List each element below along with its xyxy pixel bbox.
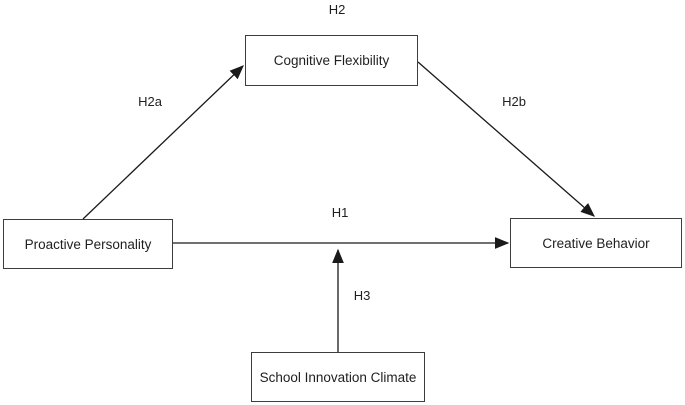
edge-label-h2b: H2b (502, 94, 526, 109)
edge-label-h1: H1 (331, 205, 349, 220)
edge-label-h3: H3 (353, 288, 371, 303)
node-school-innovation-climate: School Innovation Climate (251, 352, 425, 402)
node-label: School Innovation Climate (259, 369, 417, 385)
node-label: Proactive Personality (24, 236, 152, 252)
node-cognitive-flexibility: Cognitive Flexibility (245, 35, 418, 86)
edge-label-h2a: H2a (138, 94, 162, 109)
node-creative-behavior: Creative Behavior (510, 218, 682, 268)
node-proactive-personality: Proactive Personality (3, 219, 173, 269)
node-label: Creative Behavior (542, 235, 650, 251)
arrow-h2a (82, 65, 244, 220)
arrow-h2b (417, 61, 595, 217)
edge-label-h2: H2 (328, 2, 346, 17)
node-label: Cognitive Flexibility (273, 53, 390, 68)
